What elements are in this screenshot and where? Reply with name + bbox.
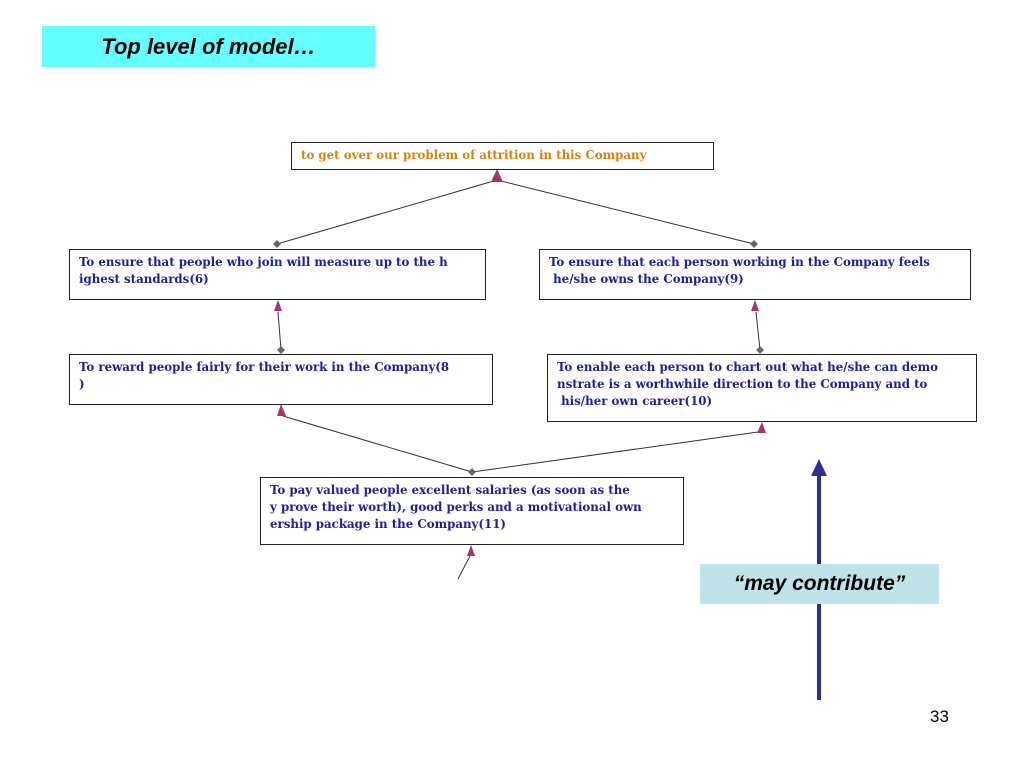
arrowhead-9 (751, 300, 759, 311)
node-8[interactable]: To reward people fairly for their work i… (69, 354, 493, 405)
arrowhead-8 (277, 404, 286, 416)
may-contribute-note: “may contribute” (700, 564, 939, 604)
slide-title-box: Top level of model… (42, 26, 375, 67)
arrowhead-11 (467, 545, 475, 556)
link-incoming-to-11 (457, 555, 471, 580)
link-11-to-8 (282, 415, 473, 473)
node-6[interactable]: To ensure that people who join will meas… (69, 249, 486, 300)
connector-dot-9 (750, 240, 758, 248)
link-9-to-goal (496, 179, 755, 245)
connector-dot-11 (468, 468, 476, 476)
link-10-to-9 (755, 311, 761, 351)
node-10[interactable]: To enable each person to chart out what … (547, 354, 977, 422)
link-8-to-6 (277, 311, 282, 351)
page-number: 33 (930, 707, 949, 726)
node-9[interactable]: To ensure that each person working in th… (539, 249, 971, 300)
arrowhead-10 (757, 422, 766, 433)
node-11[interactable]: To pay valued people excellent salaries … (260, 477, 684, 545)
connector-dot-8 (277, 346, 285, 354)
may-contribute-label: “may contribute” (733, 572, 906, 595)
goal-node[interactable]: to get over our problem of attrition in … (291, 142, 714, 170)
connector-dot-10 (756, 346, 764, 354)
slide-title: Top level of model… (101, 33, 316, 59)
connector-dot-6 (273, 240, 281, 248)
arrowhead-goal (491, 169, 503, 182)
arrowhead-6 (274, 300, 282, 311)
link-6-to-goal (276, 179, 498, 245)
link-11-to-10 (471, 431, 759, 473)
legend-arrow-head (811, 459, 827, 476)
